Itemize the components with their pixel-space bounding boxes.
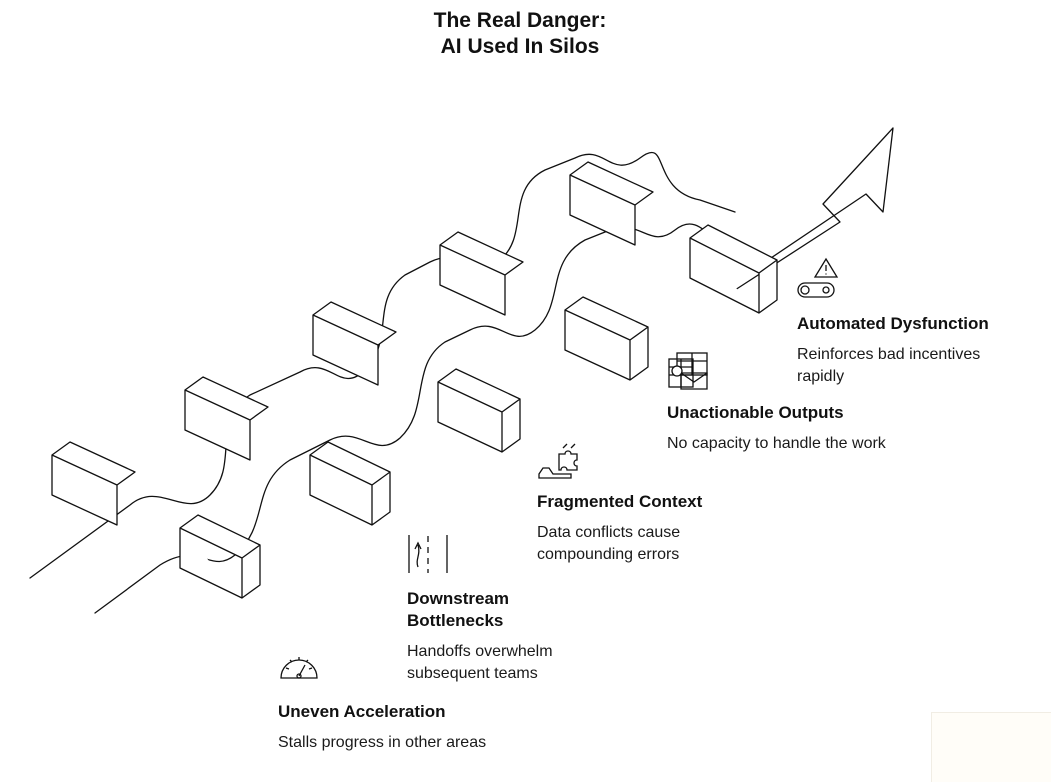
diagram-title: The Real Danger: AI Used In Silos xyxy=(0,8,1040,60)
ribbon-path xyxy=(29,151,736,579)
hand-puzzle-icon xyxy=(538,443,578,479)
step-description: Reinforces bad incentives rapidly xyxy=(797,346,981,385)
step-description: Handoffs overwhelm subsequent teams xyxy=(407,643,553,682)
title-line-2: AI Used In Silos xyxy=(440,35,600,58)
silo-blocks xyxy=(51,161,778,599)
step-fragmented-context: Fragmented Context Data conflicts cause … xyxy=(537,442,767,566)
step-uneven-acceleration: Uneven Acceleration Stalls progress in o… xyxy=(278,650,518,754)
step-title: Fragmented Context xyxy=(537,492,703,511)
step-automated-dysfunction: Automated Dysfunction Reinforces bad inc… xyxy=(797,257,1027,388)
corner-frame xyxy=(931,712,1051,782)
step-description: No capacity to handle the work xyxy=(667,435,886,452)
arrow-head xyxy=(734,127,894,291)
step-description: Stalls progress in other areas xyxy=(278,734,487,751)
step-title: Automated Dysfunction xyxy=(797,314,989,333)
step-downstream-bottlenecks: Downstream Bottlenecks Handoffs overwhel… xyxy=(407,533,607,685)
step-title: Uneven Acceleration xyxy=(278,702,446,721)
title-line-1: The Real Danger: xyxy=(433,9,607,32)
ribbon-path-lower xyxy=(94,223,741,614)
step-unactionable-outputs: Unactionable Outputs No capacity to hand… xyxy=(667,351,897,455)
step-title: Downstream Bottlenecks xyxy=(407,589,510,630)
warning-link-icon xyxy=(797,257,839,298)
step-description: Data conflicts cause compounding errors xyxy=(537,524,681,563)
speedometer-icon xyxy=(280,657,318,679)
step-title: Unactionable Outputs xyxy=(667,403,844,422)
road-lanes-icon xyxy=(408,535,448,573)
spreadsheet-mail-icon xyxy=(668,352,708,390)
